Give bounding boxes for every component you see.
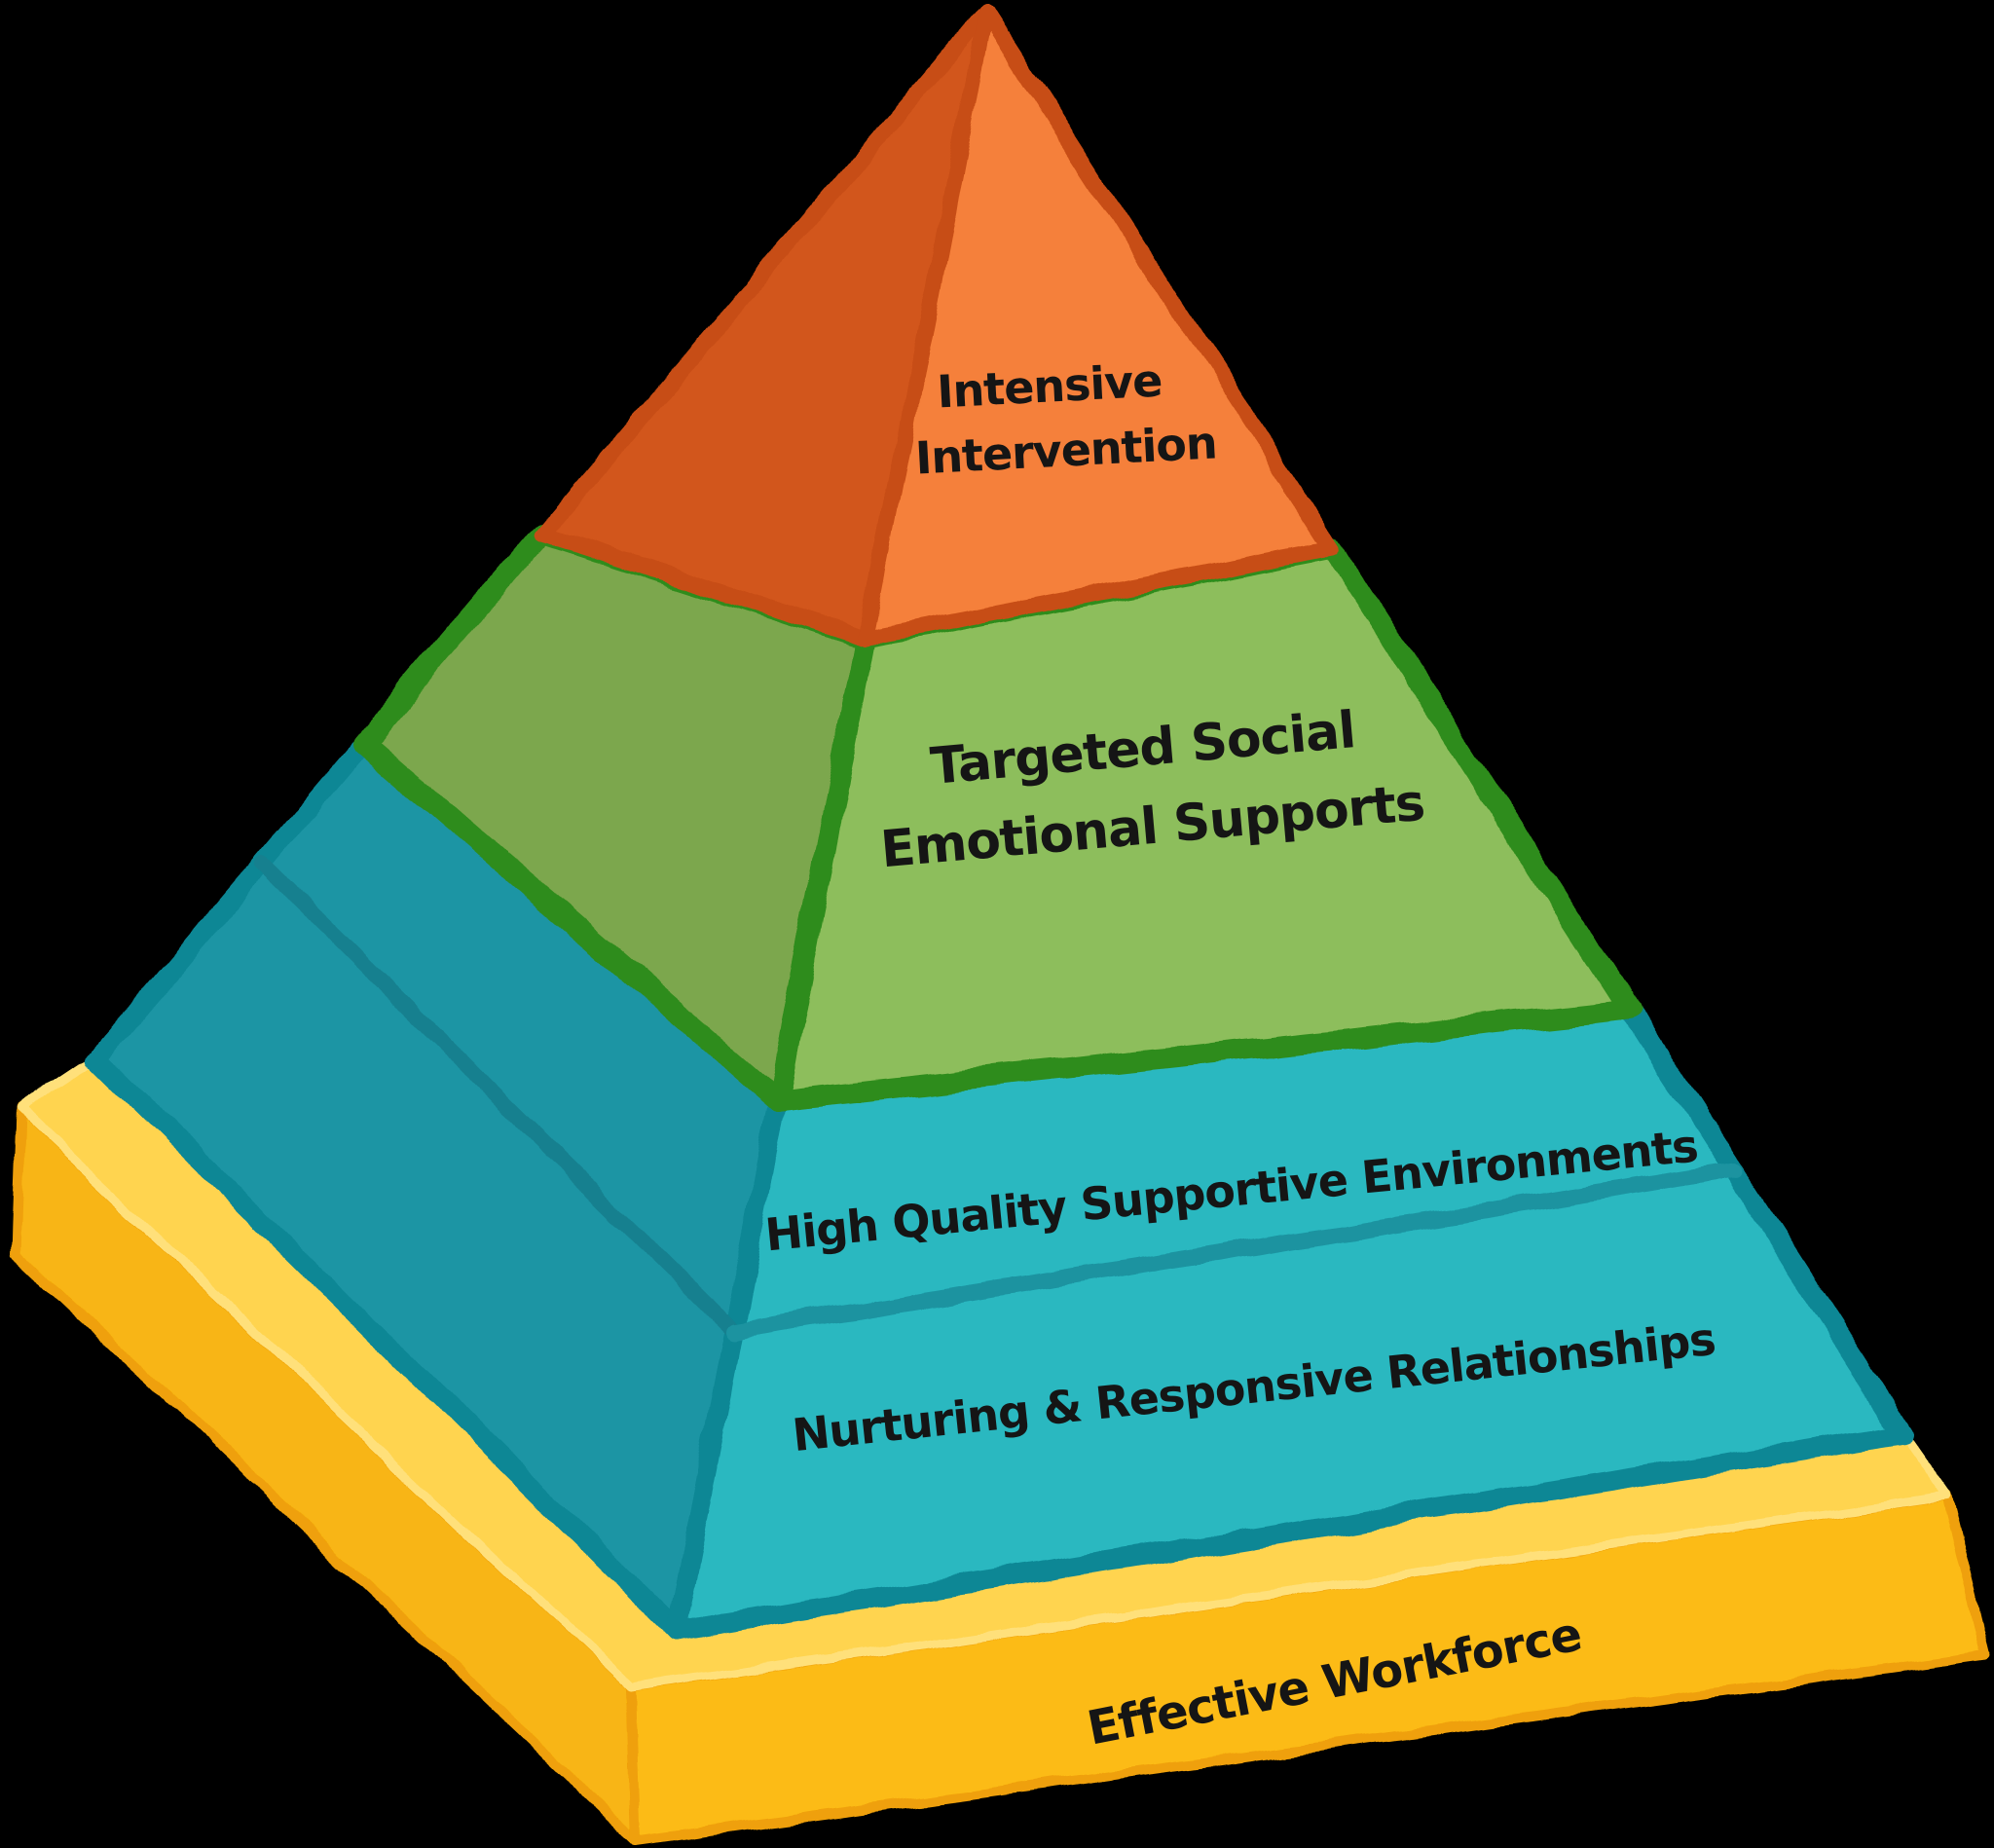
label-intensive-line1: Intensive (936, 353, 1163, 418)
teal-row-divider-left (253, 857, 742, 1339)
orange-tier-front-face (859, 4, 1340, 646)
teal-row-divider-front (725, 1162, 1742, 1340)
